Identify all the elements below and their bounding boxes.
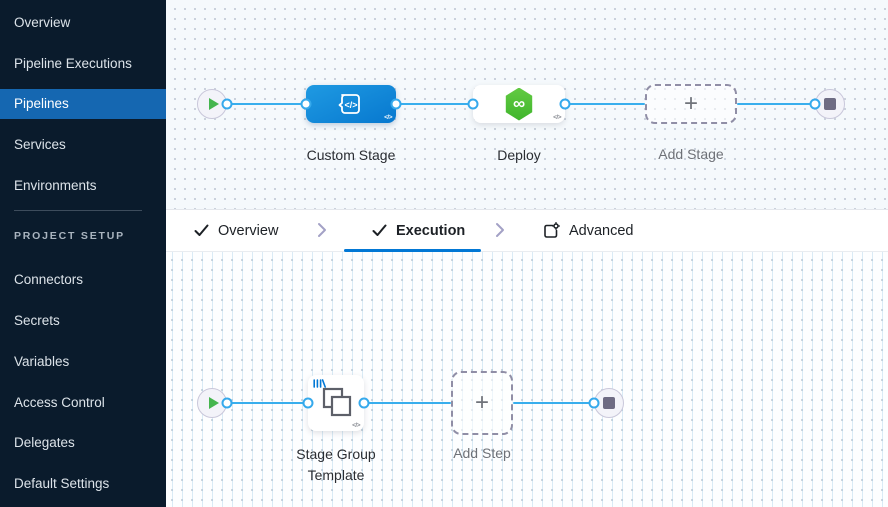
connector-port[interactable] bbox=[559, 98, 571, 110]
code-badge-icon: </> bbox=[384, 114, 392, 121]
play-icon bbox=[208, 98, 219, 110]
connector-port[interactable] bbox=[302, 397, 314, 409]
edge bbox=[364, 401, 451, 404]
tab-label: Overview bbox=[218, 222, 279, 239]
active-tab-underline bbox=[344, 249, 481, 252]
sidebar-item-variables[interactable]: Variables bbox=[14, 354, 70, 369]
step-label-add-step: Add Step bbox=[453, 445, 511, 461]
edge bbox=[737, 102, 815, 105]
advanced-settings-icon bbox=[544, 222, 560, 238]
pipeline-stage-canvas[interactable]: </> </> ∞ </> + Custom Stage bbox=[166, 0, 888, 209]
stage-label-custom-stage: Custom Stage bbox=[306, 147, 396, 163]
sidebar-item-default-settings[interactable]: Default Settings bbox=[14, 476, 110, 491]
plus-icon: + bbox=[474, 389, 489, 416]
connector-port[interactable] bbox=[467, 98, 479, 110]
sidebar-item-delegates[interactable]: Delegates bbox=[14, 435, 75, 450]
sidebar-item-pipeline-executions[interactable]: Pipeline Executions bbox=[14, 56, 132, 71]
edge bbox=[396, 102, 473, 105]
sidebar-item-services[interactable]: Services bbox=[14, 137, 66, 152]
stage-label-add-stage: Add Stage bbox=[658, 146, 724, 162]
sidebar-item-connectors[interactable]: Connectors bbox=[14, 272, 84, 287]
stop-icon bbox=[603, 397, 615, 409]
edge bbox=[227, 102, 306, 105]
stage-node-custom-stage[interactable]: </> </> bbox=[306, 85, 396, 123]
custom-stage-icon: </> bbox=[338, 94, 360, 114]
tab-execution[interactable]: Execution bbox=[372, 210, 465, 251]
sidebar-item-overview[interactable]: Overview bbox=[14, 15, 71, 30]
connector-port[interactable] bbox=[809, 98, 821, 110]
main-content: </> </> ∞ </> + Custom Stage bbox=[166, 0, 888, 507]
sidebar: Overview Pipeline Executions Pipelines S… bbox=[0, 0, 166, 507]
sidebar-item-access-control[interactable]: Access Control bbox=[14, 395, 105, 410]
sidebar-item-environments[interactable]: Environments bbox=[14, 178, 97, 193]
chevron-right-icon bbox=[496, 223, 504, 237]
connector-port[interactable] bbox=[221, 397, 233, 409]
step-node-stage-group-template[interactable]: </> bbox=[308, 375, 364, 431]
tab-label: Execution bbox=[396, 222, 466, 239]
check-icon bbox=[194, 224, 209, 236]
edge bbox=[227, 401, 308, 404]
chevron-right-icon bbox=[318, 223, 326, 237]
plus-icon: + bbox=[683, 90, 698, 117]
svg-text:</>: </> bbox=[344, 100, 357, 110]
stage-config-tabbar: Overview Execution bbox=[166, 209, 888, 252]
tab-advanced[interactable]: Advanced bbox=[542, 210, 634, 251]
stage-label-deploy: Deploy bbox=[497, 147, 541, 163]
connector-port[interactable] bbox=[588, 397, 600, 409]
sidebar-item-secrets[interactable]: Secrets bbox=[14, 313, 60, 328]
tab-label: Advanced bbox=[569, 222, 634, 239]
add-stage-button[interactable]: + bbox=[645, 84, 737, 124]
stop-icon bbox=[824, 98, 836, 110]
connector-port[interactable] bbox=[358, 397, 370, 409]
template-badge-icon bbox=[313, 379, 326, 388]
check-icon bbox=[372, 224, 387, 236]
connector-port[interactable] bbox=[390, 98, 402, 110]
code-badge-icon: </> bbox=[553, 114, 561, 121]
step-label-stage-group-template: Stage Group Template bbox=[296, 446, 376, 483]
project-setup-section-label: PROJECT SETUP bbox=[14, 230, 125, 242]
sidebar-divider bbox=[14, 210, 142, 211]
infinity-glyph: ∞ bbox=[512, 93, 526, 113]
connector-port[interactable] bbox=[300, 98, 312, 110]
stage-group-icon bbox=[322, 387, 352, 417]
play-icon bbox=[208, 397, 219, 409]
edge bbox=[513, 401, 594, 404]
tab-overview[interactable]: Overview bbox=[194, 210, 278, 251]
edge bbox=[565, 102, 645, 105]
code-badge-icon: </> bbox=[352, 422, 360, 429]
deploy-cd-icon: ∞ bbox=[505, 87, 533, 121]
sidebar-item-pipelines[interactable]: Pipelines bbox=[0, 89, 166, 119]
add-step-button[interactable]: + bbox=[451, 371, 513, 435]
connector-port[interactable] bbox=[221, 98, 233, 110]
stage-node-deploy[interactable]: ∞ </> bbox=[473, 85, 565, 123]
execution-step-canvas[interactable]: </> + Stage Group Template Add Step bbox=[166, 252, 888, 507]
